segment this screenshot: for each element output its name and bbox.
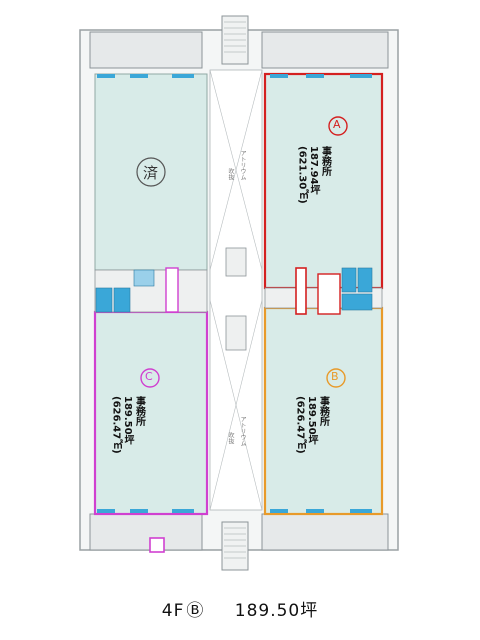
office-b-letter-circle bbox=[326, 368, 346, 388]
office-c-name: 事務所 bbox=[133, 396, 145, 426]
office-b-area-m2: (626.47㎡) bbox=[294, 396, 306, 454]
office-b-tsubo: 189.50坪 bbox=[306, 396, 317, 445]
pipe-shaft-left-1 bbox=[95, 287, 113, 313]
office-a-tsubo: 187.94坪 bbox=[308, 146, 319, 195]
pipe-shaft-left-2 bbox=[113, 287, 131, 313]
atrium-label-top: アトリウム bbox=[239, 150, 246, 180]
service-block-bottom-left bbox=[89, 513, 203, 551]
office-b-letter: B bbox=[331, 370, 339, 383]
caption-area: 189.50坪 bbox=[234, 601, 319, 621]
stair-top-lines bbox=[224, 21, 246, 53]
atrium-corridor bbox=[209, 69, 263, 511]
office-c-area-m2: (626.47㎡) bbox=[110, 396, 122, 454]
office-a-area-m2: (621.30㎡) bbox=[296, 146, 308, 204]
pipe-shaft-right-3 bbox=[341, 293, 373, 311]
office-c-letter-circle bbox=[140, 368, 160, 388]
service-block-top-left bbox=[89, 31, 203, 69]
stair-bottom-lines bbox=[224, 527, 246, 559]
office-b-area bbox=[263, 306, 384, 516]
caption-unit: Ⓑ bbox=[186, 601, 205, 621]
toilet-box-right-red bbox=[295, 267, 307, 315]
office-b-name: 事務所 bbox=[317, 396, 329, 426]
office-a-letter-circle bbox=[328, 116, 348, 136]
occupied-mark: 済 bbox=[143, 164, 159, 182]
atrium-sublabel-top: 吹抜 bbox=[227, 168, 234, 180]
pipe-shaft-left-3 bbox=[133, 269, 155, 287]
office-c-tsubo: 189.50坪 bbox=[122, 396, 133, 445]
window-markers bbox=[97, 74, 372, 513]
toilet-box-right bbox=[317, 273, 341, 315]
office-b-label: 事務所 189.50坪 (626.47㎡) bbox=[294, 396, 329, 486]
atrium-cross-lines bbox=[209, 69, 263, 511]
office-a-name: 事務所 bbox=[319, 146, 331, 176]
office-c-area bbox=[93, 310, 209, 516]
caption-floor: 4F bbox=[161, 601, 185, 621]
service-block-bottom-right bbox=[261, 513, 389, 551]
occupied-circle bbox=[136, 157, 166, 187]
office-occupied bbox=[94, 73, 208, 271]
office-a-letter: A bbox=[333, 118, 341, 131]
atrium-label-bottom: アトリウム bbox=[239, 416, 246, 446]
core-elevator-lower bbox=[225, 315, 247, 351]
pipe-shaft-right-1 bbox=[341, 267, 357, 293]
core-elevator bbox=[225, 247, 247, 277]
service-block-top-right bbox=[261, 31, 389, 69]
office-a-label: 事務所 187.94坪 (621.30㎡) bbox=[296, 146, 331, 236]
office-c-letter: C bbox=[145, 370, 153, 383]
entrance-marker bbox=[149, 537, 165, 553]
atrium-sublabel-bottom: 吹抜 bbox=[227, 432, 234, 444]
toilet-box-left bbox=[165, 267, 179, 313]
pipe-shaft-right-2 bbox=[357, 267, 373, 293]
office-c-label: 事務所 189.50坪 (626.47㎡) bbox=[110, 396, 145, 486]
